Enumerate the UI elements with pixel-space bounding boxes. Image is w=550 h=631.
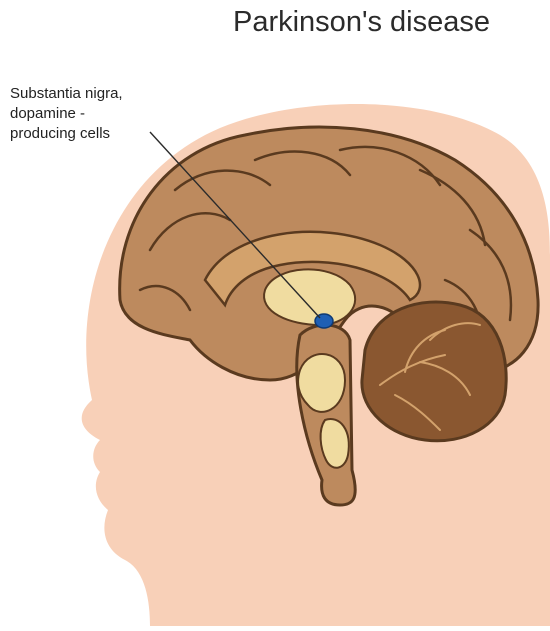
diagram-title: Parkinson's disease <box>0 6 550 39</box>
pons <box>298 354 345 412</box>
label-line-1: Substantia nigra, <box>10 84 180 104</box>
label-line-3: producing cells <box>10 124 180 144</box>
label-line-2: dopamine - <box>10 104 180 124</box>
cerebellum <box>362 302 506 441</box>
substantia-nigra-label: Substantia nigra, dopamine - producing c… <box>10 84 180 144</box>
